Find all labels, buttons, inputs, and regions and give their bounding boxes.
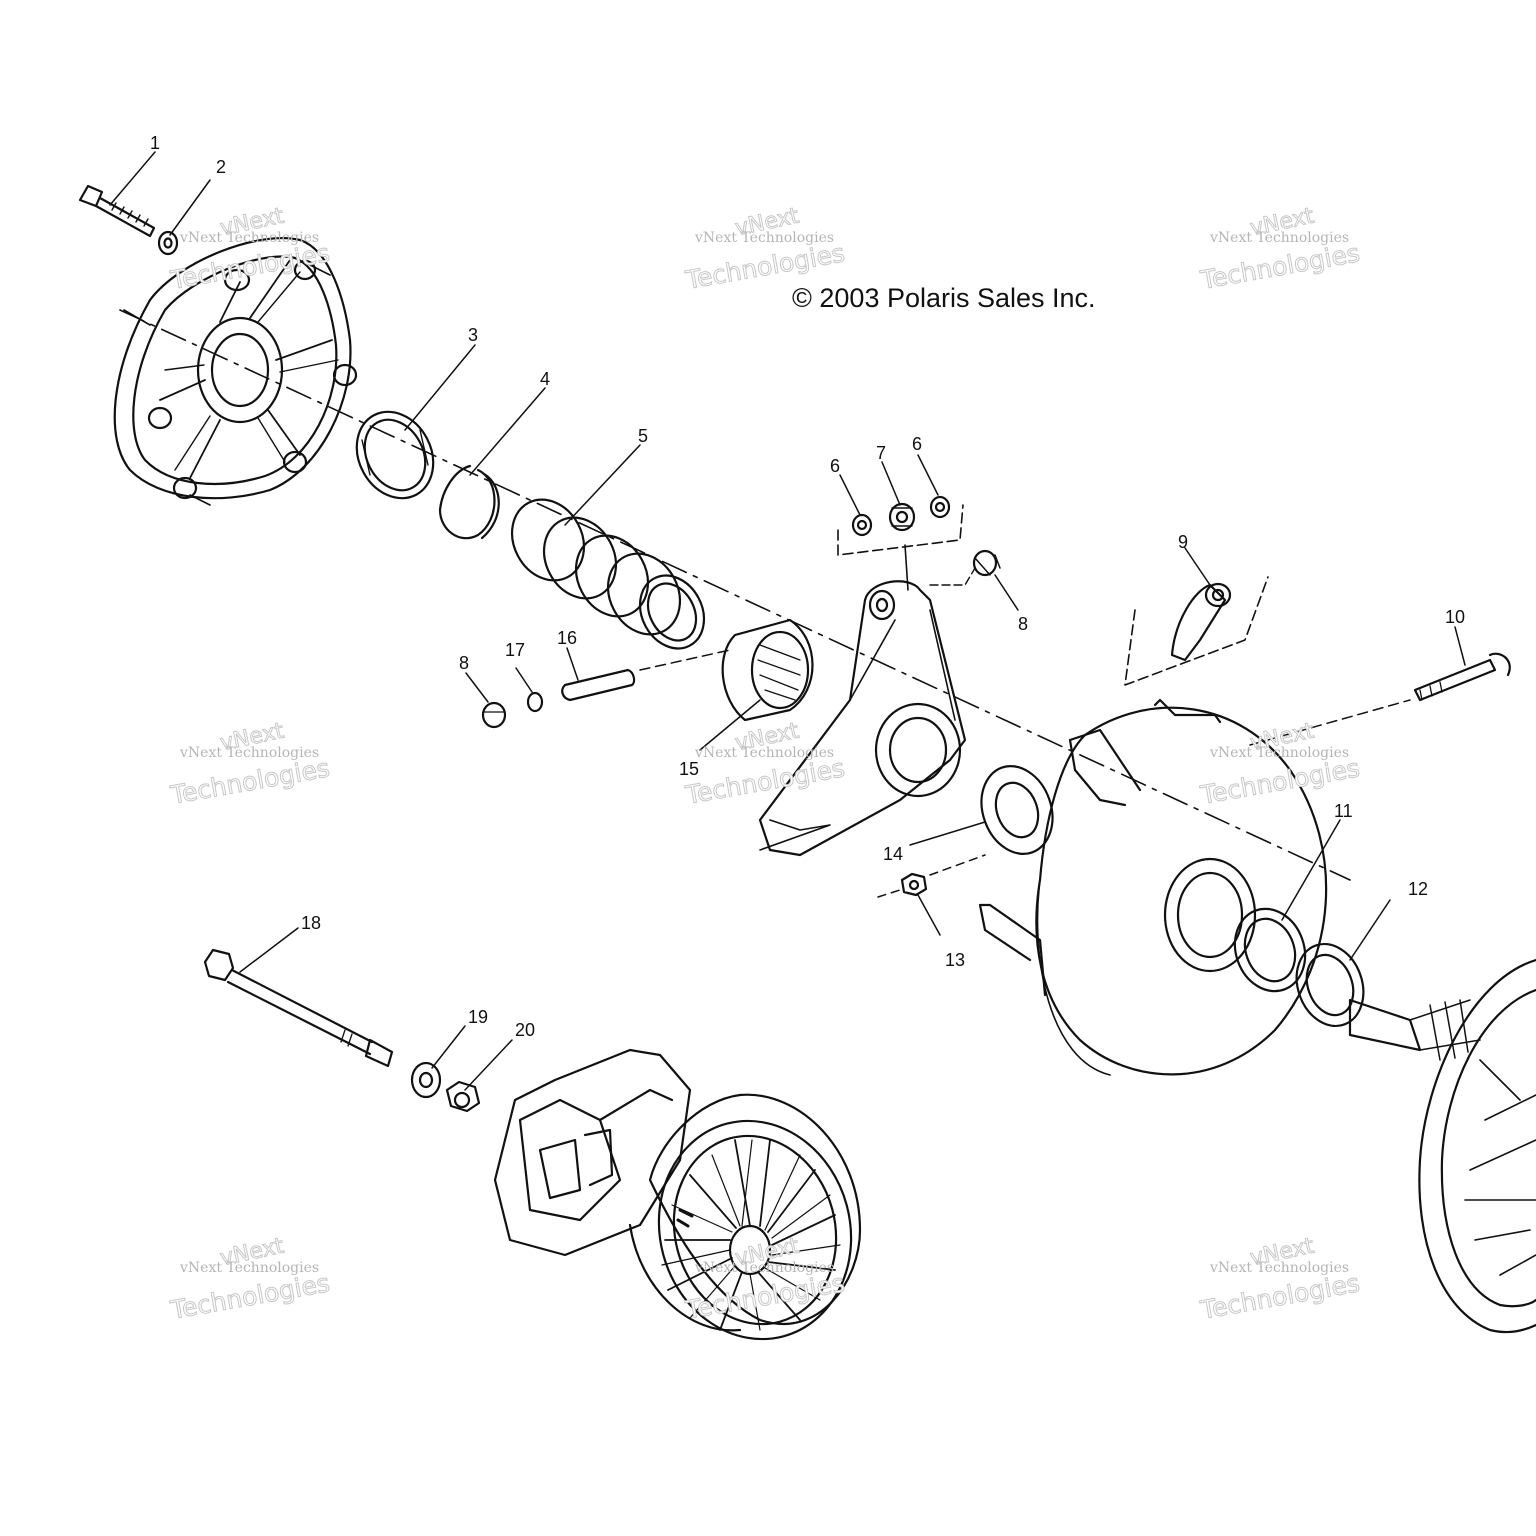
leader-16-to-cam <box>639 649 731 671</box>
callout-5: 5 <box>638 426 649 446</box>
group-bracket-9 <box>1124 576 1269 686</box>
part-10-bolt <box>1413 652 1511 702</box>
callout-18: 18 <box>301 913 322 933</box>
part-11-bushing <box>1233 907 1307 993</box>
spider-arm <box>758 580 967 857</box>
part-9-roller <box>1170 582 1232 662</box>
part-13-nut <box>900 872 928 897</box>
callout-15: 15 <box>679 759 700 779</box>
callout-9: 9 <box>1178 532 1189 552</box>
callout-12: 12 <box>1408 879 1429 899</box>
callout-19: 19 <box>468 1007 489 1027</box>
leader-8-upper <box>929 567 976 586</box>
callout-4: 4 <box>540 369 551 389</box>
callout-11: 11 <box>1334 801 1353 821</box>
callout-8: 8 <box>1018 614 1029 634</box>
part-3-bushing <box>355 410 435 500</box>
callout-leaders <box>109 151 1466 1091</box>
part-8-pin-lower <box>481 701 507 729</box>
part-18-bolt <box>203 948 394 1068</box>
part-5-spring <box>510 498 706 650</box>
callout-16: 16 <box>557 628 578 648</box>
part-15-cam <box>721 618 814 722</box>
callout-13: 13 <box>945 950 966 970</box>
callout-14: 14 <box>883 844 904 864</box>
part-4-snap-ring <box>438 464 500 540</box>
callout-2: 2 <box>216 157 227 177</box>
callout-7: 7 <box>876 443 887 463</box>
part-17-o-ring <box>526 691 544 713</box>
axis-line-main <box>119 309 1351 881</box>
callout-6: 6 <box>830 456 841 476</box>
group-bracket-6-7 <box>837 504 964 556</box>
callout-10: 10 <box>1445 607 1466 627</box>
callout-17: 17 <box>505 640 526 660</box>
part-6-washer-b <box>929 495 951 519</box>
part-6-washer-a <box>851 513 873 537</box>
part-2-washer <box>157 230 179 256</box>
callout-6: 6 <box>912 434 923 454</box>
cover-plate <box>113 236 358 506</box>
copyright-notice: © 2003 Polaris Sales Inc. <box>792 283 1096 313</box>
drive-clutch-assembly <box>493 1048 862 1341</box>
leader-10-axis <box>1249 699 1411 746</box>
part-19-washer <box>410 1061 442 1099</box>
callout-1: 1 <box>150 133 161 153</box>
callout-8: 8 <box>459 653 470 673</box>
callout-3: 3 <box>468 325 479 345</box>
part-1-bolt <box>78 184 156 238</box>
fixed-sheave <box>1348 958 1536 1334</box>
part-8-pin-upper <box>972 549 1001 577</box>
leader-13-axis <box>877 854 986 898</box>
part-16-pin <box>561 668 636 702</box>
callout-20: 20 <box>515 1020 536 1040</box>
part-12-washer <box>1295 942 1365 1028</box>
part-7-bushing <box>888 502 916 532</box>
part-20-nut <box>445 1080 481 1113</box>
movable-sheave <box>978 698 1328 1076</box>
